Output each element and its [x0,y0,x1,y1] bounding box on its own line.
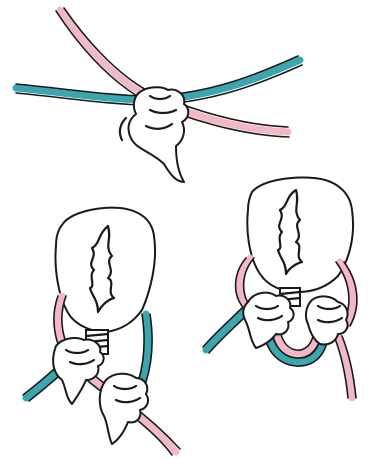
panel-strands-around-base-right [203,178,357,398]
panel-strands-around-base-left [23,208,180,455]
fur-body-right [247,178,353,292]
hand-left-1 [53,338,104,404]
fur-body-left [56,208,156,332]
hand [129,87,189,182]
hand-left-2 [100,374,148,444]
panel-hand-holding-two-strands [16,8,302,182]
